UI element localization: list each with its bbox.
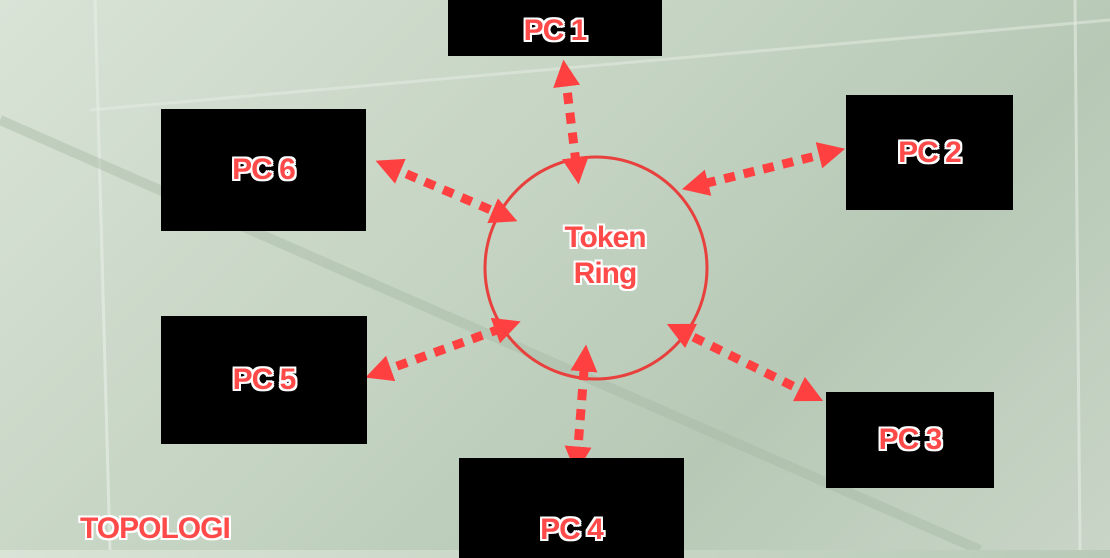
pc4-box: PC 4 bbox=[459, 458, 684, 558]
link-pc6 bbox=[375, 158, 518, 224]
pc1-box: PC 1 bbox=[448, 0, 662, 56]
pc1-label: PC 1 bbox=[523, 14, 588, 47]
ring-label-line2: Ring bbox=[573, 257, 638, 290]
link-pc5 bbox=[365, 317, 521, 382]
link-pc3 bbox=[666, 323, 824, 402]
token-ring-label: Token Ring bbox=[520, 220, 690, 292]
link-pc2 bbox=[681, 142, 846, 196]
link-pc4 bbox=[564, 344, 598, 474]
pc2-box: PC 2 bbox=[846, 95, 1013, 210]
pc3-box: PC 3 bbox=[826, 392, 994, 488]
link-pc1 bbox=[553, 59, 589, 185]
pc2-label: PC 2 bbox=[898, 135, 962, 169]
pc6-label: PC 6 bbox=[232, 153, 296, 186]
pc6-box: PC 6 bbox=[161, 109, 366, 231]
pc3-label: PC 3 bbox=[878, 423, 943, 456]
pc4-label: PC 4 bbox=[540, 513, 604, 546]
pc5-box: PC 5 bbox=[161, 316, 367, 444]
pc5-label: PC 5 bbox=[232, 363, 297, 396]
ring-label-line1: Token bbox=[564, 221, 646, 254]
page-title: TOPOLOGI bbox=[80, 512, 231, 545]
